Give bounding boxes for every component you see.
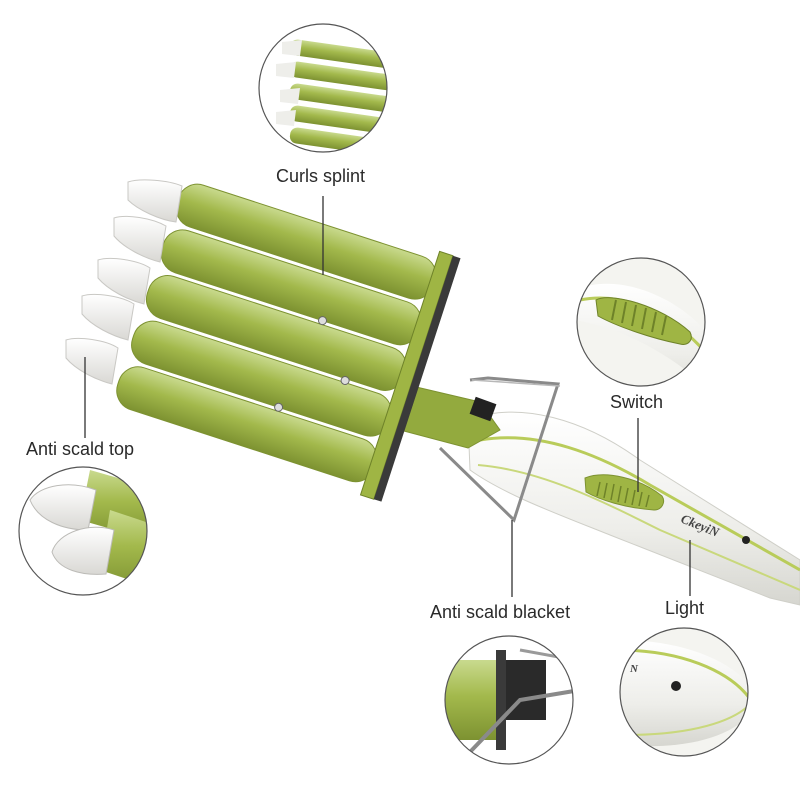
detail-anti-scald-top xyxy=(18,466,148,596)
label-curls-splint: Curls splint xyxy=(276,166,366,186)
detail-curls-splint xyxy=(258,23,388,153)
anti-scald-tips xyxy=(65,179,183,385)
label-light: Light xyxy=(665,598,705,618)
leader-lines xyxy=(84,196,691,597)
curler-main: CkeyiN xyxy=(65,179,800,606)
detail-switch xyxy=(576,257,706,387)
label-anti-scald-top: Anti scald top xyxy=(26,439,135,459)
brand-logo-small: N xyxy=(629,663,639,675)
light-indicator xyxy=(742,536,750,544)
curls-splint xyxy=(116,183,461,502)
detail-anti-scald-bracket xyxy=(444,635,574,765)
detail-light: N xyxy=(619,627,749,757)
label-anti-scald-blacket: Anti scald blacket xyxy=(430,602,571,622)
label-switch: Switch xyxy=(610,392,664,412)
handle xyxy=(467,411,800,606)
anti-scald-bracket xyxy=(438,376,561,523)
